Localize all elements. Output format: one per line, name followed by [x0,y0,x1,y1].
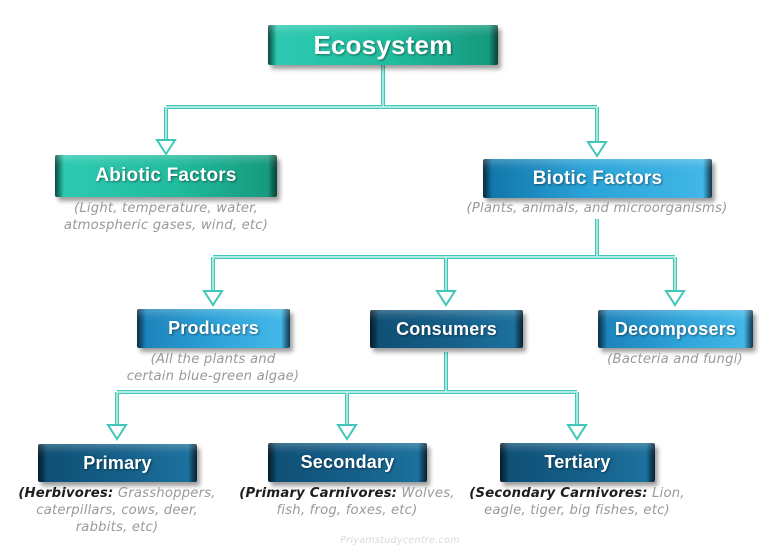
caption-decomposers: (Bacteria and fungi) [585,352,765,369]
caption-line: certain blue-green algae) [126,368,300,384]
caption-line: atmospheric gases, wind, etc) [63,217,269,233]
caption-line: (Primary Carnivores: Wolves, [232,486,462,503]
caption-line: (Secondary Carnivores: Lion, [457,486,697,503]
connector-ecosystem-branch-highlight [165,65,598,142]
caption-tertiary: (Secondary Carnivores: Lion, eagle, tige… [457,486,697,520]
caption-line: (Light, temperature, water, [74,201,258,216]
node-consumers: Consumers [370,310,523,348]
arrow-to-tertiary-icon [566,424,588,441]
caption-abiotic-factors: (Light, temperature, water, atmospheric … [36,201,296,235]
arrow-to-decomposers-icon [664,290,686,307]
caption-bold-prefix: (Herbivores: [18,486,114,501]
arrow-to-secondary-icon [336,424,358,441]
arrow-to-primary-icon [106,424,128,441]
caption-text: Wolves, [397,486,455,501]
caption-line: fish, frog, foxes, etc) [276,502,418,518]
node-secondary: Secondary [268,443,427,482]
caption-line: (All the plants and [150,352,276,367]
caption-line: rabbits, etc) [75,519,159,535]
arrow-to-consumers-icon [435,290,457,307]
watermark: Priyamstudycentre.com [340,535,460,546]
connector-consumers-branch-highlight [116,352,578,425]
caption-line: caterpillars, cows, deer, [36,502,198,518]
caption-line: (Herbivores: Grasshoppers, [7,486,227,503]
node-abiotic-factors: Abiotic Factors [55,155,277,197]
arrow-to-producers-icon [202,290,224,307]
node-tertiary: Tertiary [500,443,655,482]
caption-bold-prefix: (Primary Carnivores: [239,486,398,501]
arrow-to-abiotic-icon [155,139,177,156]
caption-line: (Bacteria and fungi) [607,352,743,367]
node-primary: Primary [38,444,197,482]
caption-secondary: (Primary Carnivores: Wolves, fish, frog,… [232,486,462,520]
node-producers: Producers [137,309,290,348]
connector-ecosystem-branch [164,65,599,142]
caption-bold-prefix: (Secondary Carnivores: [469,486,648,501]
connector-biotic-branch-highlight [212,219,676,291]
caption-primary: (Herbivores: Grasshoppers, caterpillars,… [7,486,227,537]
node-biotic-factors: Biotic Factors [483,159,712,198]
node-ecosystem: Ecosystem [268,25,498,65]
caption-producers: (All the plants and certain blue-green a… [103,352,323,386]
node-decomposers: Decomposers [598,310,753,348]
caption-text: Lion, [647,486,685,501]
arrow-to-biotic-icon [586,141,608,158]
caption-line: (Plants, animals, and microorganisms) [466,201,728,216]
caption-text: Grasshoppers, [113,486,216,501]
caption-line: eagle, tiger, big fishes, etc) [484,502,670,518]
caption-biotic-factors: (Plants, animals, and microorganisms) [457,201,737,218]
